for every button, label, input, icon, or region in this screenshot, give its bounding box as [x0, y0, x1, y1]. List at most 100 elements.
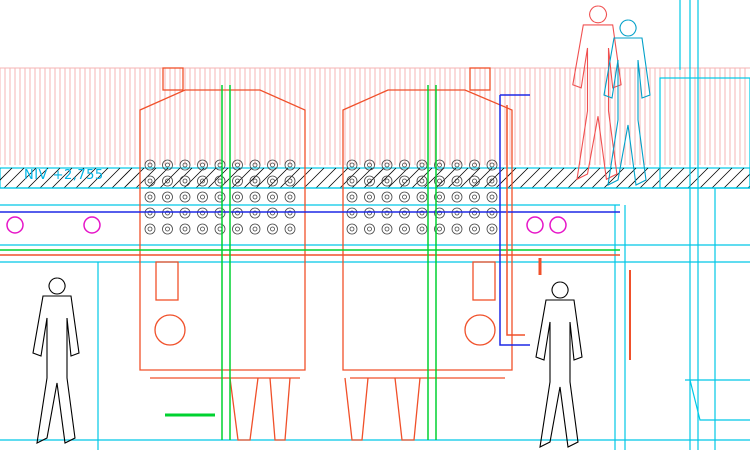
person-figure — [32, 277, 80, 444]
tank-1 — [139, 67, 306, 441]
cooling-port — [486, 191, 498, 203]
cooling-port — [469, 175, 480, 187]
cooling-port — [144, 159, 156, 171]
cooling-port — [469, 207, 480, 219]
cooling-port — [249, 175, 261, 187]
cooling-port — [162, 207, 173, 219]
cooling-port — [451, 207, 463, 219]
cooling-port — [364, 159, 375, 171]
cooling-port — [451, 191, 463, 203]
cooling-port — [249, 159, 261, 171]
cooling-port — [346, 223, 358, 235]
cooling-port — [381, 223, 393, 235]
cooling-port — [399, 159, 410, 171]
cooling-port — [249, 191, 261, 203]
cooling-port — [416, 223, 428, 235]
cooling-port — [267, 223, 278, 235]
cooling-port — [197, 175, 208, 187]
cooling-port — [416, 159, 428, 171]
level-elevation-label: NIV +2,755 — [24, 168, 104, 183]
cooling-port — [144, 191, 156, 203]
person-figure — [603, 19, 651, 186]
cooling-port — [381, 159, 393, 171]
cooling-port — [284, 175, 296, 187]
cooling-port — [162, 223, 173, 235]
cooling-port — [284, 223, 296, 235]
person-figure — [535, 281, 583, 448]
cooling-port — [214, 223, 226, 235]
cooling-port — [284, 207, 296, 219]
cooling-port — [284, 191, 296, 203]
cooling-port — [469, 223, 480, 235]
cooling-port — [416, 191, 428, 203]
platform-deck — [0, 167, 750, 189]
cooling-port — [232, 207, 243, 219]
cooling-port — [267, 159, 278, 171]
cooling-port — [381, 207, 393, 219]
cooling-port — [162, 159, 173, 171]
cooling-port — [346, 191, 358, 203]
person-figure — [572, 5, 622, 181]
cooling-port — [434, 191, 445, 203]
cooling-port — [346, 159, 358, 171]
cooling-port — [214, 175, 226, 187]
cooling-port — [346, 175, 358, 187]
cooling-port — [399, 207, 410, 219]
cooling-port — [434, 159, 445, 171]
cooling-port — [486, 159, 498, 171]
cooling-port — [469, 191, 480, 203]
cooling-port — [179, 159, 191, 171]
cooling-port — [469, 159, 480, 171]
cooling-port — [451, 159, 463, 171]
cooling-port — [267, 207, 278, 219]
cooling-port — [214, 191, 226, 203]
cooling-port — [346, 207, 358, 219]
cooling-port — [197, 207, 208, 219]
cooling-port — [232, 191, 243, 203]
cooling-port — [179, 223, 191, 235]
cooling-port — [451, 223, 463, 235]
cooling-port — [162, 175, 173, 187]
cooling-port — [416, 207, 428, 219]
cooling-port — [364, 191, 375, 203]
cooling-port — [364, 223, 375, 235]
cooling-port — [399, 191, 410, 203]
cooling-port — [364, 207, 375, 219]
cooling-port — [267, 175, 278, 187]
cooling-port — [381, 191, 393, 203]
cooling-port — [214, 159, 226, 171]
cooling-port — [232, 175, 243, 187]
cooling-port — [144, 175, 156, 187]
human-figures — [32, 5, 651, 448]
cooling-port — [416, 175, 428, 187]
tank-cooling-ports — [144, 159, 498, 235]
cooling-port — [284, 159, 296, 171]
cooling-port — [179, 191, 191, 203]
cooling-port — [249, 207, 261, 219]
cooling-port — [451, 175, 463, 187]
cooling-port — [179, 207, 191, 219]
cooling-port — [434, 223, 445, 235]
cooling-port — [232, 159, 243, 171]
cooling-port — [249, 223, 261, 235]
cooling-port — [434, 175, 445, 187]
cooling-port — [197, 191, 208, 203]
cooling-port — [486, 223, 498, 235]
cooling-port — [144, 223, 156, 235]
cooling-port — [162, 191, 173, 203]
cooling-port — [486, 207, 498, 219]
cooling-port — [381, 175, 393, 187]
cooling-port — [267, 191, 278, 203]
piping — [0, 85, 631, 440]
cooling-port — [486, 175, 498, 187]
cooling-port — [399, 175, 410, 187]
cooling-port — [197, 159, 208, 171]
cooling-port — [144, 207, 156, 219]
cooling-port — [214, 207, 226, 219]
cooling-port — [179, 175, 191, 187]
cooling-port — [364, 175, 375, 187]
cooling-port — [197, 223, 208, 235]
